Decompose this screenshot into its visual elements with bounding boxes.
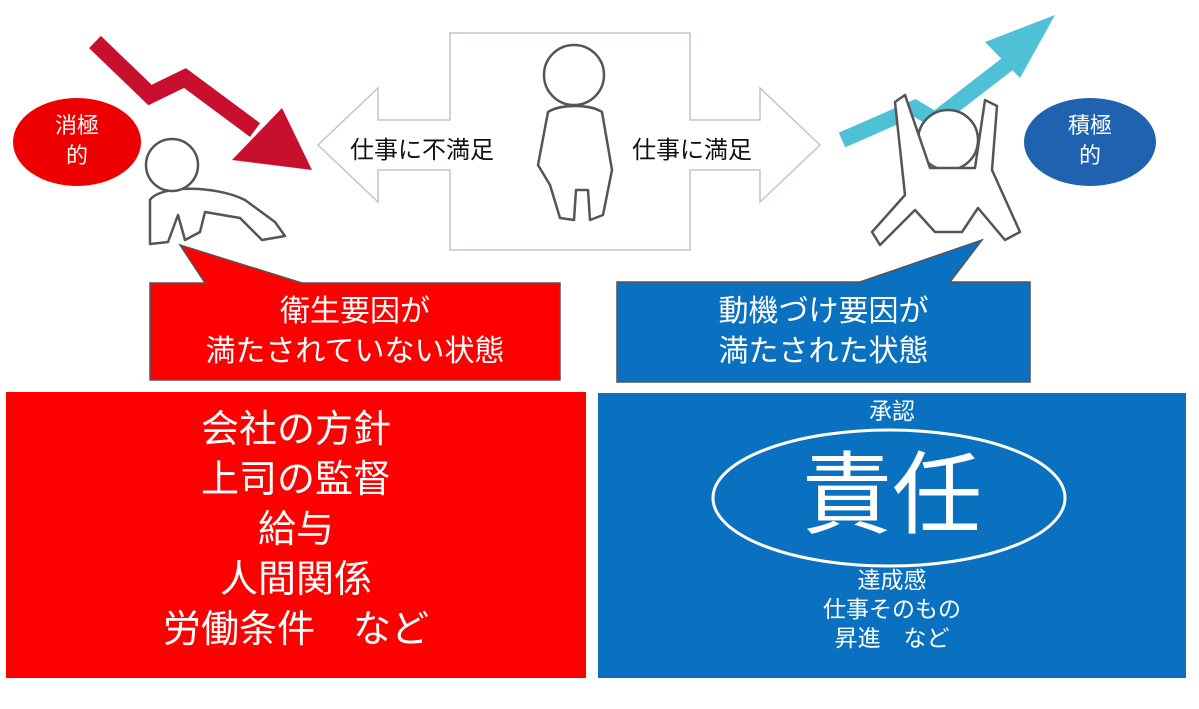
motivator-callout-bubble (616, 238, 1031, 383)
hygiene-item: 会社の方針 (200, 407, 391, 451)
motivator-item: 達成感 (857, 568, 927, 594)
motivator-factors-box: 承認 責任 達成感 仕事そのもの 昇進 など (598, 393, 1186, 678)
positive-oval (1024, 98, 1156, 186)
motivator-main-item: 責任 (802, 443, 982, 548)
negative-label-line2: 的 (65, 144, 88, 169)
negative-label-line1: 消極 (54, 114, 99, 139)
down-trend-arrow (89, 35, 261, 137)
hygiene-callout-line1: 衛生要因が (280, 294, 430, 329)
hygiene-item: 労働条件 など (162, 607, 429, 651)
hygiene-callout-bubble (149, 243, 561, 381)
hygiene-item: 上司の監督 (200, 457, 391, 501)
positive-label-line2: 的 (1078, 144, 1101, 169)
motivator-callout-line2: 満たされた状態 (718, 334, 929, 369)
motivator-callout-text: 動機づけ要因が 満たされた状態 (617, 292, 1030, 372)
motivator-item: 仕事そのもの (823, 597, 961, 623)
crawling-person-icon (144, 137, 287, 246)
positive-label-line1: 積極 (1067, 114, 1112, 139)
hygiene-callout-text: 衛生要因が 満たされていない状態 (150, 292, 560, 372)
up-trend-arrowhead (985, 15, 1055, 78)
hygiene-factors-box: 会社の方針 上司の監督 給与 人間関係 労働条件 など (6, 392, 586, 678)
negative-label: 消極 的 (30, 112, 124, 172)
hygiene-callout-line2: 満たされていない状態 (205, 334, 505, 369)
motivator-callout-line1: 動機づけ要因が (718, 294, 929, 329)
up-trend-arrow (838, 55, 1015, 148)
negative-oval (13, 98, 141, 186)
jumping-person-icon (870, 93, 1022, 247)
motivator-item: 昇進 など (834, 626, 950, 652)
motivator-item-top: 承認 (869, 399, 915, 425)
responsibility-oval (711, 428, 1067, 568)
down-trend-arrowhead (232, 108, 312, 170)
standing-person-icon (536, 43, 614, 222)
dissatisfied-text: 仕事に不満足 (350, 136, 494, 164)
satisfied-text: 仕事に満足 (632, 136, 752, 164)
positive-label: 積極 的 (1043, 112, 1137, 172)
hygiene-item: 人間関係 (219, 557, 372, 601)
hygiene-item: 給与 (257, 507, 334, 551)
